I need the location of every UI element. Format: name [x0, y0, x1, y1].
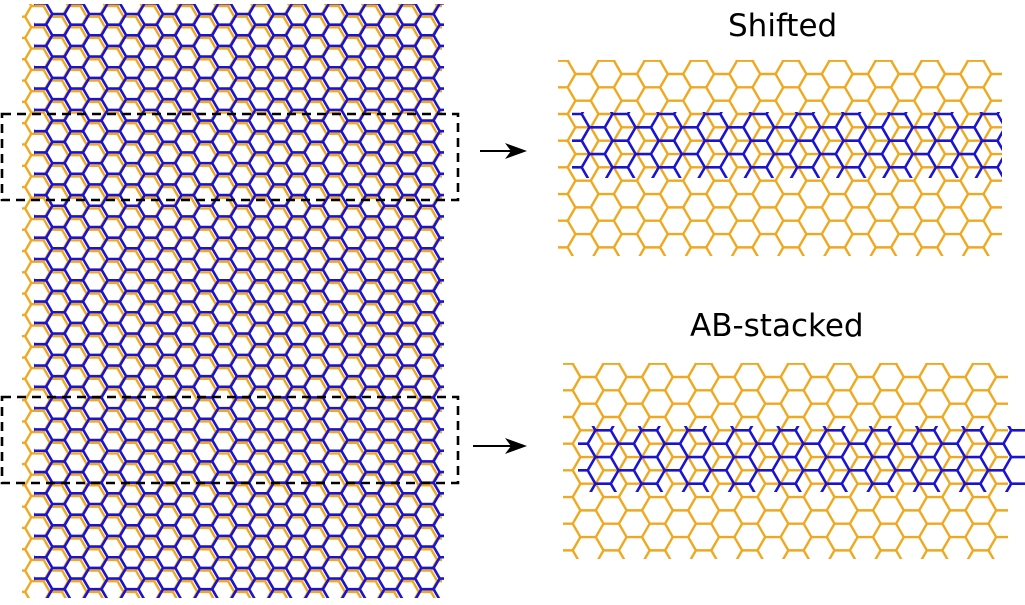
- ab-stacked-region-box: [0, 395, 460, 485]
- highlight-boxes: [0, 112, 460, 485]
- top-layer-lattice: [34, 4, 444, 598]
- shifted-title: Shifted: [728, 8, 838, 44]
- ab-stacked-panel: [563, 363, 1025, 559]
- ab-stacked-title: AB-stacked: [690, 308, 864, 344]
- ab-stacked-panel-top-layer: [578, 426, 1025, 492]
- shifted-panel: [558, 60, 1002, 256]
- arrows: [473, 143, 527, 454]
- arrow-to-ab-stacked-icon: [473, 438, 527, 454]
- bottom-layer-lattice: [22, 4, 442, 598]
- arrow-to-shifted-icon: [480, 143, 527, 159]
- left-bilayer-lattice: [22, 4, 444, 598]
- right-lattices: [558, 60, 1025, 559]
- shifted-region-box: [0, 112, 460, 202]
- shifted-panel-top-layer: [572, 112, 1002, 178]
